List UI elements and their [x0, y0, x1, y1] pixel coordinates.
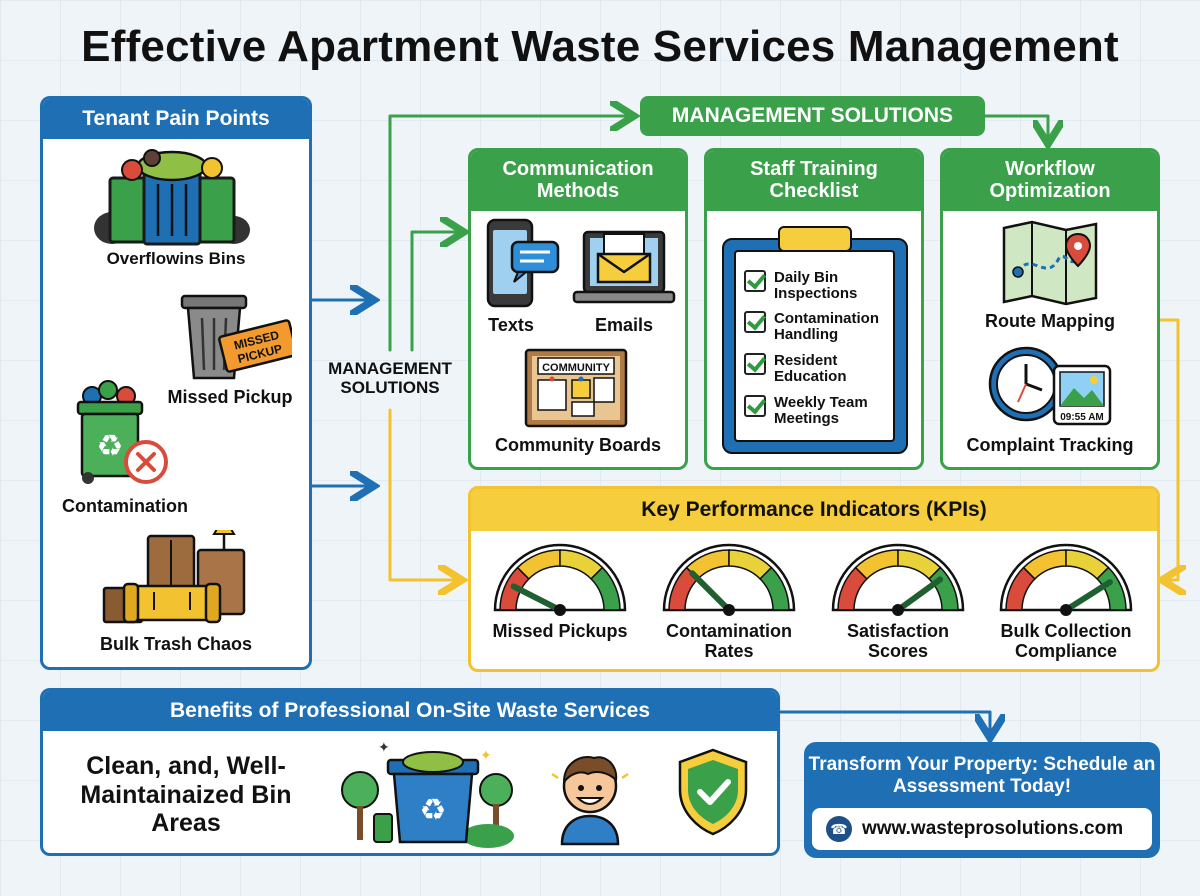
kpi-gauge-1	[662, 543, 796, 616]
phone-icon: ☎	[826, 816, 852, 842]
kpi-label-0: Missed Pickups	[492, 621, 628, 641]
pain-item-label-1: Missed Pickup	[167, 387, 293, 407]
route-map-icon	[1002, 220, 1098, 306]
svg-text:♻: ♻	[420, 793, 447, 828]
happy-resident-icon	[551, 756, 629, 846]
pain-item-label-3: Bulk Trash Chaos	[99, 634, 253, 654]
workflow-header: Workflow Optimization	[943, 151, 1157, 211]
cta-url-link[interactable]: ☎ www.wasteprosolutions.com	[812, 808, 1152, 850]
clock-time-readout: 09:55 AM	[1060, 412, 1104, 423]
gauge-hub	[723, 604, 735, 616]
pain-item-label-2: Contamination	[62, 496, 188, 516]
benefits-text: Clean, and, Well-Maintainaized Bin Areas	[80, 752, 292, 837]
gauge-hub	[1060, 604, 1072, 616]
kpi-label-2: Satisfaction Scores	[846, 621, 950, 661]
cta-text: Transform Your Property: Schedule an Ass…	[808, 754, 1156, 798]
gauge-hub	[554, 604, 566, 616]
bulk-trash-furniture-icon	[102, 530, 246, 624]
smartphone-texts-icon	[486, 218, 560, 308]
checkbox-checked-icon	[744, 353, 766, 375]
laptop-email-icon	[572, 230, 676, 304]
complaint-tracking-label: Complaint Tracking	[966, 435, 1134, 455]
kpi-gauge-0	[493, 543, 627, 616]
pain-points-header: Tenant Pain Points	[43, 99, 309, 139]
workflow-panel: Workflow Optimization	[940, 148, 1160, 470]
clipboard-clip	[778, 226, 852, 252]
svg-text:✦: ✦	[480, 748, 492, 764]
route-mapping-label: Route Mapping	[985, 311, 1115, 331]
cta-panel: Transform Your Property: Schedule an Ass…	[804, 742, 1160, 858]
checklist-item-label: Resident Education	[774, 352, 847, 386]
community-boards-label: Community Boards	[494, 435, 662, 455]
kpi-gauge-2	[831, 543, 965, 616]
community-board-icon: COMMUNITY	[524, 348, 628, 428]
clock-tracking-icon: 09:55 AM	[988, 346, 1112, 426]
clipboard-icon	[722, 226, 908, 454]
community-board-sign: COMMUNITY	[542, 362, 610, 374]
checklist-item-2: Resident Education	[744, 352, 884, 386]
texts-label: Texts	[488, 315, 534, 335]
management-solutions-label: MANAGEMENT SOLUTIONS	[328, 359, 452, 397]
missed-pickup-bin-icon: MISSED PICKUP	[180, 294, 292, 380]
checklist-item-0: Daily Bin Inspections	[744, 269, 884, 303]
kpi-label-3: Bulk Collection Compliance	[1000, 621, 1132, 661]
cta-url-text: www.wasteprosolutions.com	[862, 818, 1124, 839]
shield-check-icon	[678, 748, 748, 836]
checkbox-checked-icon	[744, 395, 766, 417]
svg-text:✦: ✦	[378, 740, 390, 756]
gauge-needle	[1063, 579, 1113, 613]
benefits-header: Benefits of Professional On-Site Waste S…	[43, 691, 777, 731]
gauge-needle	[895, 576, 944, 613]
page-title: Effective Apartment Waste Services Manag…	[81, 22, 1119, 71]
training-header: Staff Training Checklist	[707, 151, 921, 211]
checkbox-checked-icon	[744, 311, 766, 333]
checklist-item-label: Daily Bin Inspections	[774, 269, 858, 303]
clean-bin-area-icon: ♻ ✦ ✦	[341, 740, 514, 848]
checklist-item-1: Contamination Handling	[744, 310, 894, 344]
checklist-item-3: Weekly Team Meetings	[744, 394, 884, 428]
emails-label: Emails	[594, 315, 654, 335]
kpi-label-1: Contamination Rates	[666, 621, 792, 661]
pain-item-label-0: Overflowins Bins	[106, 249, 246, 268]
checkbox-checked-icon	[744, 270, 766, 292]
checklist-item-label: Weekly Team Meetings	[774, 394, 868, 428]
communication-panel: Communication Methods	[468, 148, 688, 470]
gauge-segment	[590, 566, 621, 611]
kpi-gauge-3	[999, 543, 1133, 616]
gauge-hub	[892, 604, 904, 616]
gauge-needle	[510, 583, 563, 613]
overflowing-bins-icon	[94, 149, 250, 246]
kpi-header: Key Performance Indicators (KPIs)	[471, 489, 1157, 531]
management-solutions-banner: MANAGEMENT SOLUTIONS	[640, 96, 985, 136]
kpi-gauges	[493, 543, 1133, 616]
gauge-needle	[689, 570, 732, 613]
contaminated-recycling-bin-icon: ♻	[76, 380, 168, 484]
communication-header: Communication Methods	[471, 151, 685, 211]
gauge-segment	[759, 566, 790, 611]
svg-text:♻: ♻	[97, 429, 124, 464]
checklist-item-label: Contamination Handling	[774, 310, 879, 344]
